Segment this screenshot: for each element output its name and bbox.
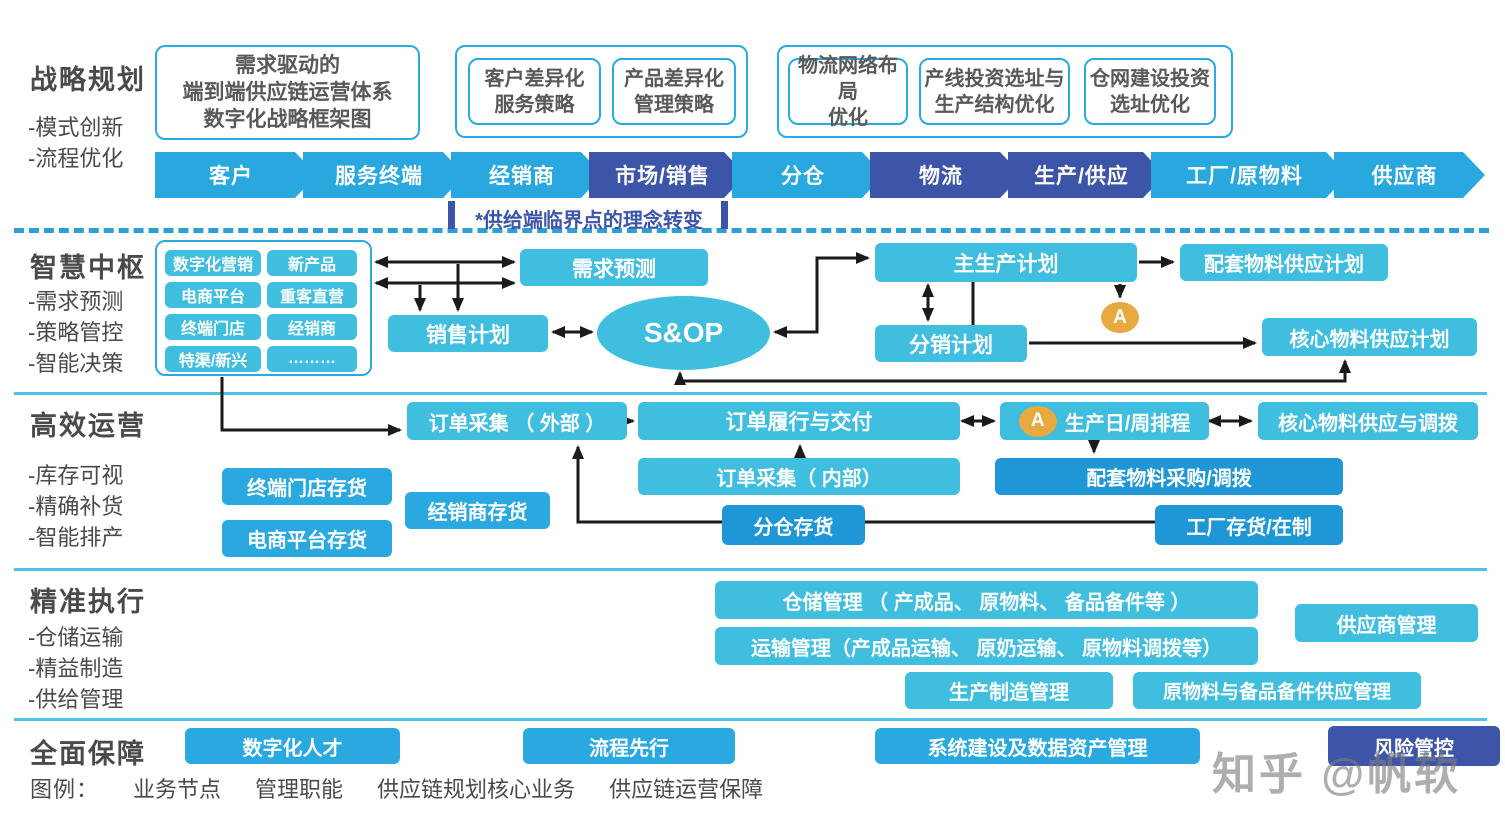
- subwarehouse-inventory-box: 分仓存货: [722, 505, 865, 545]
- warehouse-investment-box: 仓网建设投资选址优化: [1084, 58, 1216, 125]
- framework-line-3: 数字化战略框架图: [203, 108, 372, 131]
- framework-line-2: 端到端供应链运营体系: [182, 81, 393, 104]
- core-material-plan-box: 核心物料供应计划: [1262, 318, 1477, 356]
- store-inventory-box: 终端门店存货: [222, 468, 392, 505]
- chain-step-customer: 客户: [155, 152, 317, 198]
- section-title-assure: 全面保障: [30, 739, 146, 769]
- system-data-box: 系统建设及数据资产管理: [875, 728, 1200, 764]
- risk-control-box: 风险管控: [1328, 726, 1500, 766]
- order-collect-internal-box: 订单采集（ 内部）: [638, 458, 960, 495]
- a-badge-schedule: A: [1018, 405, 1057, 437]
- note-bracket-left: [448, 201, 455, 229]
- divider-dashed-strategy: [14, 228, 1489, 233]
- support-material-purchase-box: 配套物料采购/调拨: [995, 458, 1343, 495]
- channel-chip-digital-marketing: 数字化营销: [165, 250, 261, 276]
- material-supply-management-box: 原物料与备品备件供应管理: [1133, 672, 1421, 709]
- channel-chip-store: 终端门店: [165, 314, 261, 340]
- digital-talent-box: 数字化人才: [185, 728, 400, 764]
- legend-item-management-function: 管理职能: [255, 777, 344, 802]
- note-bracket-right: [721, 201, 728, 229]
- chain-step-dealer: 经销商: [451, 152, 603, 198]
- chain-step-supplier: 供应商: [1334, 152, 1485, 198]
- framework-title-box: 需求驱动的 端到端供应链运营体系 数字化战略框架图: [155, 45, 420, 140]
- divider-ops-exec: [14, 568, 1487, 571]
- process-first-box: 流程先行: [523, 728, 735, 764]
- channel-chip-dealer: 经销商: [267, 314, 357, 340]
- a-badge-hub: A: [1101, 302, 1139, 333]
- chain-step-subwarehouse: 分仓: [732, 152, 884, 198]
- divider-hub-ops: [14, 392, 1487, 395]
- order-fulfillment-box: 订单履行与交付: [638, 402, 960, 440]
- dealer-inventory-box: 经销商存货: [405, 492, 550, 529]
- channel-chip-new-product: 新产品: [267, 250, 357, 276]
- production-schedule-box: A 生产日/周排程: [1000, 402, 1209, 440]
- section-bullets-ops: -库存可视-精确补货-智能排产: [28, 463, 124, 550]
- sales-plan-box: 销售计划: [388, 315, 548, 352]
- legend-item-business-node: 业务节点: [133, 777, 222, 802]
- core-supply-transfer-box: 核心物料供应与调拨: [1258, 402, 1478, 440]
- framework-line-1: 需求驱动的: [235, 54, 340, 77]
- distribution-plan-box: 分销计划: [875, 325, 1027, 362]
- logistics-network-box: 物流网络布局优化: [788, 55, 908, 129]
- legend-item-operation-assurance: 供应链运营保障: [609, 777, 764, 802]
- chain-step-logistics: 物流: [870, 152, 1022, 198]
- legend: 图例： 业务节点 管理职能 供应链规划核心业务 供应链运营保障: [30, 772, 763, 804]
- chain-step-production: 生产/供应: [1008, 152, 1165, 198]
- divider-exec-assure: [14, 718, 1487, 721]
- production-schedule-label: 生产日/周排程: [1064, 412, 1191, 435]
- section-title-hub: 智慧中枢: [30, 253, 146, 283]
- supplier-management-box: 供应商管理: [1295, 604, 1478, 642]
- channel-chip-ecommerce: 电商平台: [165, 282, 261, 308]
- supply-side-note: *供给端临界点的理念转变: [475, 210, 703, 232]
- section-bullets-exec: -仓储运输-精益制造-供给管理: [28, 625, 124, 712]
- order-collect-external-box: 订单采集 （ 外部 ）: [407, 402, 627, 440]
- support-material-plan-box: 配套物料供应计划: [1180, 244, 1388, 281]
- section-title-strategic: 战略规划: [30, 65, 146, 95]
- chain-step-terminal: 服务终端: [303, 152, 465, 198]
- line-investment-box: 产线投资选址与生产结构优化: [919, 58, 1070, 125]
- master-production-plan-box: 主生产计划: [875, 243, 1137, 282]
- legend-title: 图例：: [30, 777, 100, 802]
- production-management-box: 生产制造管理: [905, 672, 1113, 709]
- watermark: 知乎 @帆软: [1212, 750, 1462, 799]
- chain-step-market: 市场/销售: [589, 152, 746, 198]
- section-title-exec: 精准执行: [30, 587, 146, 617]
- ecom-inventory-box: 电商平台存货: [222, 520, 392, 557]
- section-title-ops: 高效运营: [30, 411, 146, 441]
- sop-ellipse: S&OP: [597, 296, 770, 370]
- warehouse-management-box: 仓储管理 （ 产成品、 原物料、 备品备件等 ）: [715, 581, 1258, 619]
- section-bullets-strategic: -模式创新-流程优化: [28, 115, 124, 171]
- section-bullets-hub: -需求预测-策略管控-智能决策: [28, 289, 124, 376]
- product-policy-box: 产品差异化管理策略: [612, 58, 736, 125]
- channel-chip-more: ………: [267, 346, 357, 372]
- factory-inventory-box: 工厂存货/在制: [1155, 505, 1343, 545]
- demand-forecast-box: 需求预测: [520, 249, 708, 286]
- chain-step-factory: 工厂/原物料: [1151, 152, 1348, 198]
- channel-panel: 数字化营销 新产品 电商平台 重客直营 终端门店 经销商 特渠/新兴 ………: [155, 240, 372, 376]
- channel-chip-key-account: 重客直营: [267, 282, 357, 308]
- transport-management-box: 运输管理（产成品运输、 原奶运输、 原物料调拨等）: [715, 627, 1258, 665]
- channel-chip-special: 特渠/新兴: [165, 346, 261, 372]
- customer-policy-box: 客户差异化服务策略: [468, 58, 601, 125]
- legend-item-planning-core: 供应链规划核心业务: [377, 777, 576, 802]
